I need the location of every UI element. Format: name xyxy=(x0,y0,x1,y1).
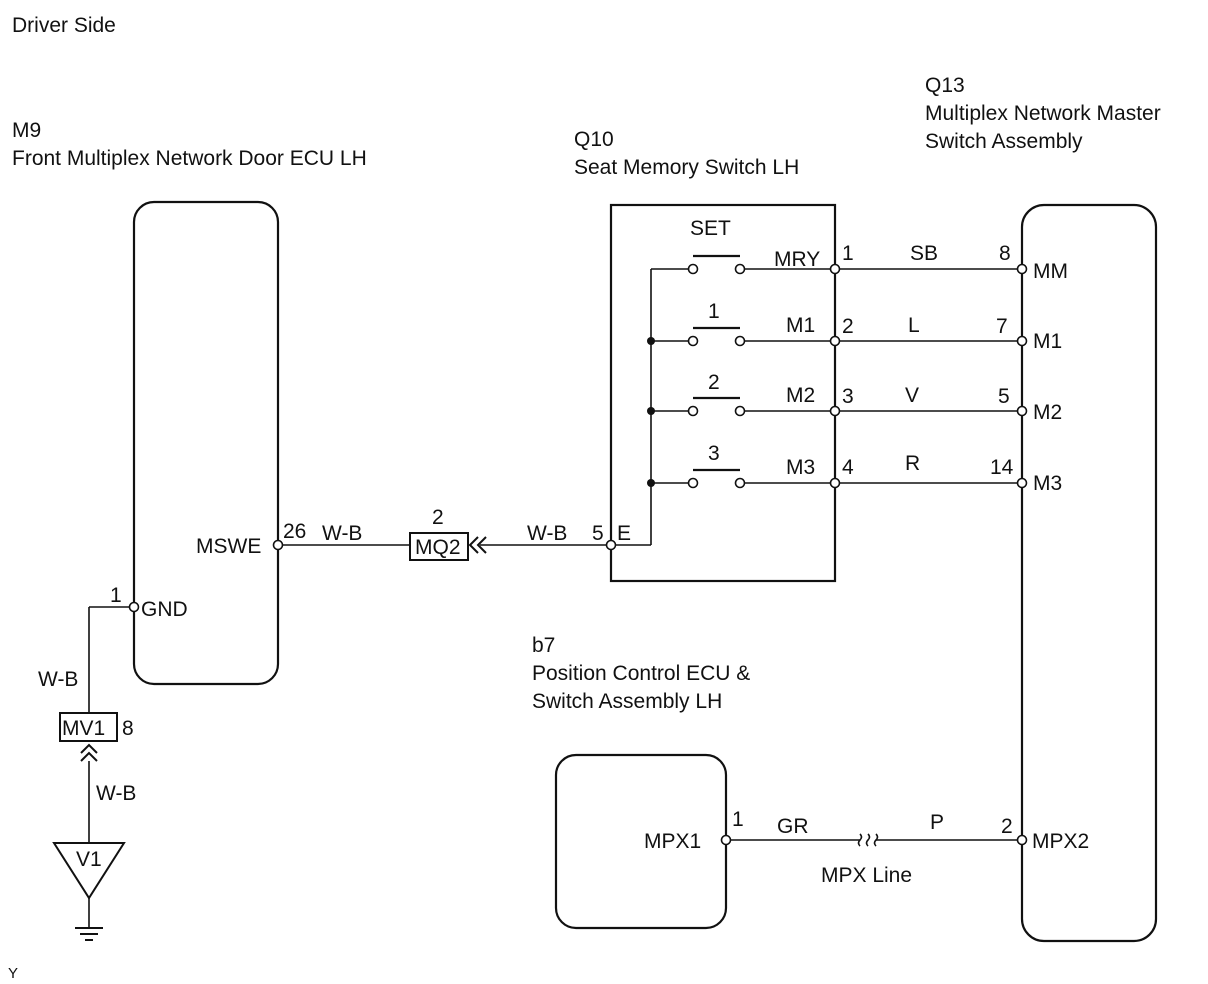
wire-color-p: P xyxy=(930,811,944,834)
b7-code: b7 xyxy=(532,634,555,657)
q13-pin-m1: M1 xyxy=(1033,330,1062,353)
pin-terminal xyxy=(272,539,284,551)
switch-set: SET xyxy=(687,217,835,275)
q13-switch-assembly-box xyxy=(1020,203,1158,943)
q13-pin-m3: M3 xyxy=(1033,472,1062,495)
m9-pin-num-1: 1 xyxy=(110,584,122,607)
q13-pin-m2: M2 xyxy=(1033,401,1062,424)
pin-terminal xyxy=(1016,405,1028,417)
wire-color-mswe-right: W-B xyxy=(527,522,567,545)
switch-2-label: 2 xyxy=(708,371,720,394)
q10-switch-box xyxy=(609,203,837,583)
connector-chevron-icon xyxy=(468,536,487,554)
mq2-connector xyxy=(409,532,469,561)
q13-code: Q13 xyxy=(925,74,965,97)
switch-3-label: 3 xyxy=(708,442,720,465)
pin-terminal xyxy=(829,405,841,417)
m9-pin-num-26: 26 xyxy=(283,520,306,543)
ground-point-triangle xyxy=(52,842,126,900)
pin-terminal xyxy=(1016,834,1028,846)
b7-name-line1: Position Control ECU & xyxy=(532,662,750,685)
q13-pin-mpx2: MPX2 xyxy=(1032,830,1089,853)
junction-dot xyxy=(647,337,655,345)
q10-name: Seat Memory Switch LH xyxy=(574,156,799,179)
page-title: Driver Side xyxy=(12,14,116,37)
pin-terminal xyxy=(1016,263,1028,275)
switch-1-label: 1 xyxy=(708,300,720,323)
wire-color-r: R xyxy=(905,452,920,475)
mq2-connector-label: MQ2 xyxy=(415,536,461,559)
pin-terminal xyxy=(720,834,732,846)
ground-symbol-icon xyxy=(75,927,103,941)
q13-pin-num-2: 2 xyxy=(1001,815,1013,838)
b7-pin-num-1: 1 xyxy=(732,808,744,831)
m9-ecu-box xyxy=(132,200,280,686)
m9-pin-gnd: GND xyxy=(141,598,188,621)
q13-pin-num-7: 7 xyxy=(996,315,1008,338)
q10-pin-num-1: 1 xyxy=(842,242,854,265)
wire-color-l: L xyxy=(908,314,920,337)
junction-dot xyxy=(647,479,655,487)
switch-set-label: SET xyxy=(690,217,731,240)
m9-pin-mswe: MSWE xyxy=(196,535,261,558)
q10-pin-num-4: 4 xyxy=(842,456,854,479)
wire-color-gnd-upper: W-B xyxy=(38,668,78,691)
q10-code: Q10 xyxy=(574,128,614,151)
q13-pin-mm: MM xyxy=(1033,260,1068,283)
q13-name-line1: Multiplex Network Master xyxy=(925,102,1161,125)
q10-pin-m2: M2 xyxy=(786,384,815,407)
mv1-connector-label: MV1 xyxy=(62,717,105,740)
q10-pin-m1: M1 xyxy=(786,314,815,337)
mpx-line-label: MPX Line xyxy=(821,864,912,887)
mq2-pin-num: 2 xyxy=(432,506,444,529)
pin-terminal xyxy=(128,601,140,613)
pin-terminal xyxy=(1016,335,1028,347)
q10-pin-e-num: 5 xyxy=(592,522,604,545)
switch-1: 1 xyxy=(687,300,835,347)
q10-pin-mry: MRY xyxy=(774,248,820,271)
switch-3: 3 xyxy=(687,442,835,489)
m9-code: M9 xyxy=(12,119,41,142)
m9-name: Front Multiplex Network Door ECU LH xyxy=(12,147,367,170)
q10-pin-num-2: 2 xyxy=(842,315,854,338)
wire-color-gnd-lower: W-B xyxy=(96,782,136,805)
ground-point-label: V1 xyxy=(76,848,102,871)
pin-terminal xyxy=(605,539,617,551)
pin-terminal xyxy=(829,335,841,347)
mv1-connector xyxy=(59,712,118,742)
b7-name-line2: Switch Assembly LH xyxy=(532,690,722,713)
q10-pin-m3: M3 xyxy=(786,456,815,479)
corner-mark: Y xyxy=(8,965,18,982)
mv1-pin-num: 8 xyxy=(122,717,134,740)
twisted-pair-icon xyxy=(857,833,879,847)
pin-terminal xyxy=(829,263,841,275)
q10-pin-e: E xyxy=(617,522,631,545)
q10-pin-num-3: 3 xyxy=(842,385,854,408)
pin-terminal xyxy=(1016,477,1028,489)
wire-color-gr: GR xyxy=(777,815,809,838)
q13-pin-num-14: 14 xyxy=(990,456,1014,479)
b7-pin-mpx1: MPX1 xyxy=(644,830,701,853)
connector-chevron-icon xyxy=(80,743,98,762)
switch-2: 2 xyxy=(687,371,835,417)
junction-dot xyxy=(647,407,655,415)
pin-terminal xyxy=(829,477,841,489)
wire-color-v: V xyxy=(905,384,919,407)
wire-color-sb: SB xyxy=(910,242,938,265)
q13-name-line2: Switch Assembly xyxy=(925,130,1083,153)
wire-color-mswe-left: W-B xyxy=(322,522,362,545)
q13-pin-num-8: 8 xyxy=(999,242,1011,265)
q13-pin-num-5: 5 xyxy=(998,385,1010,408)
